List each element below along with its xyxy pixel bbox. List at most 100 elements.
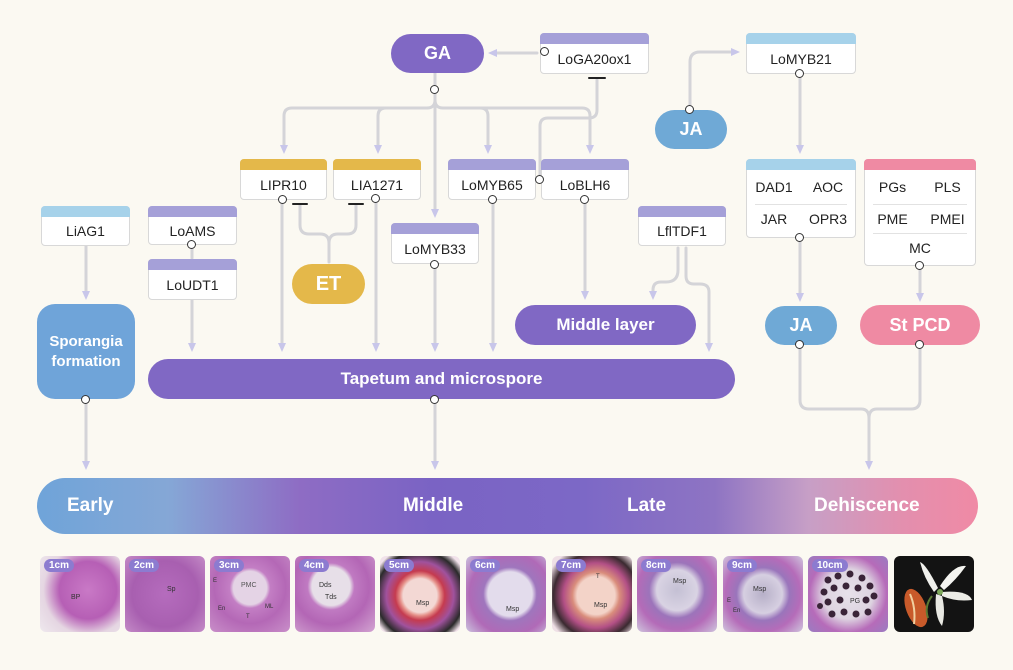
connector-dot — [795, 233, 804, 242]
box-header-bar — [333, 159, 421, 170]
lomyb33-box: LoMYB33 — [391, 223, 479, 264]
connector-dot — [187, 240, 196, 249]
sporangia-formation-node: Sporangia formation — [37, 304, 135, 399]
tissue-label: Msp — [594, 602, 608, 609]
stage-late: Late — [627, 495, 667, 516]
pcd-genes-box: PGs PLS PME PMEI MC — [864, 159, 976, 266]
tissue-label: BP — [71, 594, 81, 601]
connector-dot — [915, 261, 924, 270]
gene-pmei: PMEI — [930, 211, 965, 227]
tissue-label: Sp — [167, 586, 176, 593]
gene-pme: PME — [877, 211, 908, 227]
micrograph-5cm: 5cm Msp — [380, 556, 460, 632]
micrograph-2cm: 2cm Sp — [125, 556, 205, 632]
lomyb33-label: LoMYB33 — [404, 240, 466, 257]
tissue-label: Tds — [325, 594, 337, 601]
lfltdf1-box: LflTDF1 — [638, 206, 726, 246]
loudt1-label: LoUDT1 — [166, 276, 219, 293]
micrograph-3cm: 3cm PMC E En ML T — [210, 556, 290, 632]
tissue-label: En — [733, 608, 741, 614]
ga-label: GA — [424, 43, 451, 63]
middle-layer-label: Middle layer — [556, 315, 655, 334]
stage-middle: Middle — [403, 495, 464, 516]
loblh6-label: LoBLH6 — [559, 176, 611, 193]
micrograph-10cm: 10cm PG — [808, 556, 888, 632]
box-header-bar — [746, 33, 856, 44]
tapetum-label: Tapetum and microspore — [340, 369, 543, 388]
tissue-label: Msp — [753, 586, 767, 593]
size-badge: 7cm — [556, 559, 587, 572]
size-badge: 1cm — [44, 559, 75, 572]
gene-opr3: OPR3 — [808, 211, 848, 227]
size-badge: 6cm — [470, 559, 501, 572]
tissue-label: PG — [850, 598, 861, 605]
connector-dot — [685, 105, 694, 114]
box-header-bar — [540, 33, 649, 44]
divider — [873, 233, 967, 234]
pollen-grains — [817, 570, 878, 618]
middle-layer-node: Middle layer — [515, 305, 696, 345]
lily-flower-photo — [894, 556, 974, 632]
connector-dot — [795, 340, 804, 349]
lipr10-box: LIPR10 — [240, 159, 327, 200]
tissue-label: E — [213, 578, 218, 584]
box-header-bar — [148, 206, 237, 217]
gene-aoc: AOC — [812, 179, 844, 195]
ja-genes-box: DAD1 AOC JAR OPR3 — [746, 159, 856, 238]
connector-dot — [488, 195, 497, 204]
box-header-bar — [391, 223, 479, 234]
box-header-bar — [41, 206, 130, 217]
tissue-label: E — [727, 598, 732, 604]
loudt1-box: LoUDT1 — [148, 259, 237, 300]
gene-jar: JAR — [760, 211, 788, 227]
gene-pgs: PGs — [878, 179, 907, 195]
connector-dot — [915, 340, 924, 349]
box-header-bar — [746, 159, 856, 170]
tissue-label: Msp — [673, 578, 687, 585]
size-badge: 5cm — [384, 559, 415, 572]
divider — [755, 204, 847, 205]
tissue-label: Dds — [319, 582, 332, 589]
size-badge: 2cm — [129, 559, 160, 572]
stage-dehiscence: Dehiscence — [814, 495, 920, 516]
divider — [873, 204, 967, 205]
box-header-bar — [240, 159, 327, 170]
micrograph-9cm: 9cm Msp E En — [723, 556, 803, 632]
box-header-bar — [148, 259, 237, 270]
connector-dot — [795, 69, 804, 78]
ja-top-node: JA — [655, 110, 727, 149]
st-pcd-node: St PCD — [860, 305, 980, 345]
size-badge: 4cm — [299, 559, 330, 572]
micrograph-6cm: 6cm Msp — [466, 556, 546, 632]
connector-dot — [540, 47, 549, 56]
ga-node: GA — [391, 34, 484, 73]
lipr10-label: LIPR10 — [260, 176, 307, 193]
ja-bottom-node: JA — [765, 306, 837, 345]
box-header-bar — [541, 159, 629, 170]
micrograph-4cm: 4cm Dds Tds — [295, 556, 375, 632]
box-header-bar — [448, 159, 536, 170]
tissue-label: ML — [265, 604, 274, 610]
sporangia-label: Sporangia formation — [49, 332, 123, 370]
tissue-label: En — [218, 606, 226, 612]
size-badge: 3cm — [214, 559, 245, 572]
micrograph-1cm: 1cm BP — [40, 556, 120, 632]
loams-label: LoAMS — [169, 222, 216, 239]
micrograph-8cm: 8cm Msp — [637, 556, 717, 632]
tissue-label: Msp — [506, 606, 520, 613]
lomyb21-box: LoMYB21 — [746, 33, 856, 74]
size-badge: 10cm — [812, 559, 848, 572]
connector-dot — [81, 395, 90, 404]
tissue-label: T — [596, 574, 600, 580]
connector-dot — [278, 195, 287, 204]
liag1-label: LiAG1 — [66, 223, 105, 239]
tissue-label: T — [246, 614, 250, 620]
connector-dot — [430, 85, 439, 94]
development-timeline: Early Middle Late Dehiscence — [37, 478, 978, 534]
lomyb21-label: LoMYB21 — [770, 50, 832, 67]
ja-top-label: JA — [679, 119, 703, 139]
lia1271-box: LIA1271 — [333, 159, 421, 200]
tissue-label: PMC — [241, 582, 257, 589]
lia1271-label: LIA1271 — [350, 176, 404, 193]
connector-dot — [580, 195, 589, 204]
